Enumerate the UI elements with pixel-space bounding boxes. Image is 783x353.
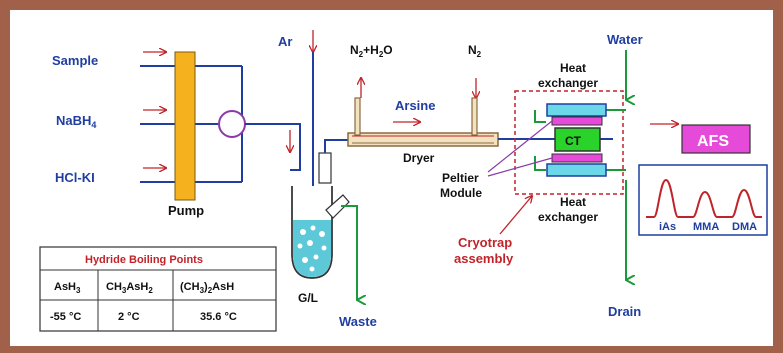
boiling-points-table: Hydride Boiling Points AsH3 CH3AsH2 (CH3…	[39, 246, 277, 332]
heat-top-label-1: Heat	[560, 61, 586, 75]
table-value-ch32ash: 35.6 °C	[200, 311, 237, 323]
cryotrap-pointer	[499, 196, 532, 235]
heat-top-label-2: exchanger	[538, 76, 598, 90]
cryotrap-label-2: assembly	[454, 251, 514, 266]
heat-bottom-label-1: Heat	[560, 195, 586, 209]
peltier-label-1: Peltier	[442, 171, 479, 185]
peltier-bottom	[551, 153, 603, 163]
water-loop	[534, 110, 546, 123]
peak-dma: DMA	[732, 221, 757, 233]
table-title: Hydride Boiling Points	[85, 254, 203, 266]
dryer	[347, 97, 499, 147]
peltier-label-2: Module	[440, 186, 482, 200]
dryer-label: Dryer	[403, 151, 435, 165]
table-value-ash3: -55 °C	[50, 311, 81, 323]
n2h2o-label: N2+H2O	[350, 43, 393, 59]
water-loop-2	[534, 156, 546, 171]
nabh4-label: NaBH4	[56, 113, 96, 130]
pump-body	[174, 51, 196, 201]
table-header-ash3: AsH3	[54, 281, 81, 295]
peltier-top	[551, 116, 603, 126]
input-lines	[140, 65, 301, 183]
ct-label: CT	[565, 134, 582, 148]
ct-block	[554, 127, 601, 152]
arsine-label: Arsine	[395, 98, 435, 113]
waste-line	[341, 205, 357, 300]
afs-label: AFS	[697, 133, 729, 150]
ar-label: Ar	[278, 34, 292, 49]
waste-label: Waste	[339, 314, 377, 329]
afs-box	[681, 124, 751, 154]
heat-exchanger-top	[546, 103, 607, 117]
hclki-label: HCl-KI	[55, 170, 95, 185]
table-header-ch32ash: (CH3)2AsH	[180, 281, 234, 295]
cryotrap-label-1: Cryotrap	[458, 235, 512, 250]
peak-ias: iAs	[659, 221, 676, 233]
gl-separator	[291, 139, 350, 279]
drain-label: Drain	[608, 304, 641, 319]
table-value-ch3ash2: 2 °C	[118, 311, 140, 323]
gl-label: G/L	[298, 291, 318, 305]
heat-bottom-label-2: exchanger	[538, 210, 598, 224]
sample-label: Sample	[52, 53, 98, 68]
arsine-speciation-diagram: Pump Sample NaBH4 HCl-KI Ar G/L Waste	[39, 30, 768, 332]
diagram-canvas: Pump Sample NaBH4 HCl-KI Ar G/L Waste	[10, 10, 773, 346]
chromatogram: iAs MMA DMA	[638, 164, 768, 236]
heat-exchanger-bottom	[546, 163, 607, 177]
water-label: Water	[607, 32, 643, 47]
peltier-pointers	[487, 120, 553, 177]
n2-label: N2	[468, 43, 482, 59]
peak-mma: MMA	[693, 221, 719, 233]
table-header-ch3ash2: CH3AsH2	[106, 281, 153, 295]
pump-label: Pump	[168, 203, 204, 218]
input-arrows	[143, 30, 678, 168]
